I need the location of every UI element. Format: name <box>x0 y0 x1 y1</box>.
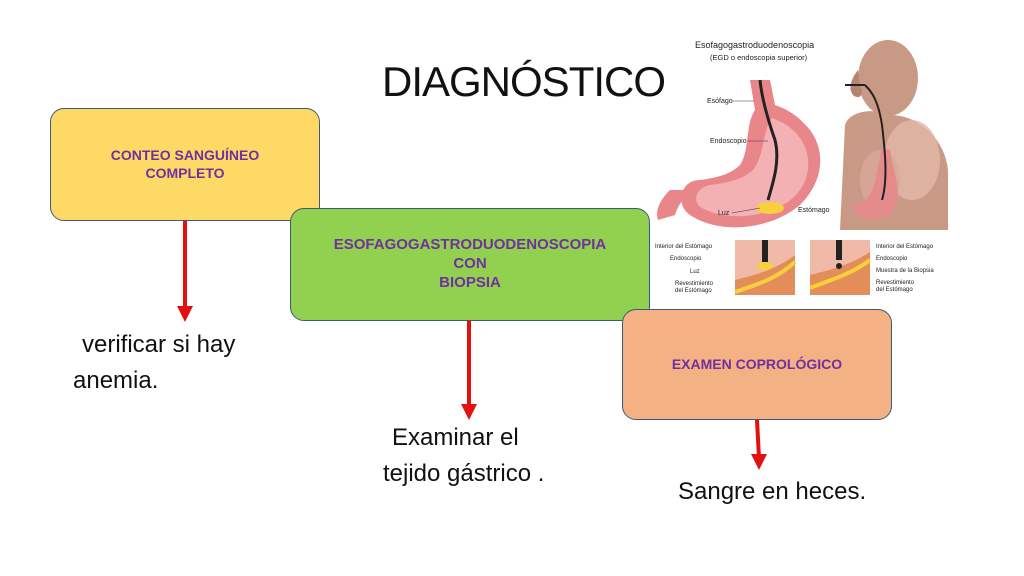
endoscopy-illustration: Esofagogastroduodenoscopia (EGD o endosc… <box>655 40 948 295</box>
label-esophagus: Esófago <box>707 98 733 105</box>
left-inset-image <box>734 240 797 295</box>
small-endoscope-tube <box>864 84 887 201</box>
label-endoscope: Endoscopio <box>710 138 747 145</box>
illustration-subtitle: (EGD o endoscopia superior) <box>710 53 808 62</box>
endoscopy-box: ESOFAGOGASTRODUODENOSCOPIA CON BIOPSIA <box>290 208 650 321</box>
right-inset-label-lining-2: del Estómago <box>876 287 913 293</box>
right-inset-label-endoscope: Endoscopio <box>876 256 908 262</box>
arrow-blood-count <box>177 221 193 322</box>
stool-exam-box: EXAMEN COPROLÓGICO <box>622 309 892 420</box>
stool-exam-result: Sangre en heces. <box>678 478 867 505</box>
arrow-endoscopy <box>461 321 477 420</box>
endoscopy-label-line3: BIOPSIA <box>439 273 501 291</box>
stool-exam-label: EXAMEN COPROLÓGICO <box>671 355 843 372</box>
right-inset-label-biopsy: Muestra de la Biopsia <box>876 268 934 274</box>
endoscopy-label-line1: ESOFAGOGASTRODUODENOSCOPIA <box>333 236 607 254</box>
large-endoscope-tube <box>758 79 779 201</box>
left-inset-label-lining-1: Revestimiento <box>675 281 714 287</box>
large-stomach <box>657 80 821 228</box>
endoscopy-result-line1: Examinar el <box>392 424 519 451</box>
blood-count-box: CONTEO SANGUÍNEO COMPLETO <box>50 108 320 221</box>
blood-count-result-line1: verificar si hay <box>82 331 236 358</box>
page-title: DIAGNÓSTICO <box>382 58 666 105</box>
right-inset-label-interior: Interior del Estómago <box>876 244 934 250</box>
endoscopy-label-line2: CON <box>453 255 487 273</box>
illustration-title: Esofagogastroduodenoscopia <box>695 40 814 50</box>
blood-count-label-line2: COMPLETO <box>145 164 225 181</box>
right-inset-image <box>809 240 872 295</box>
blood-count-result-line2: anemia. <box>73 367 159 394</box>
label-stomach: Estómago <box>798 207 830 214</box>
left-inset-label-endoscope: Endoscopio <box>670 256 702 262</box>
arrow-stool-exam <box>751 419 767 470</box>
right-inset-label-lining-1: Revestimiento <box>876 280 915 286</box>
endoscopy-result-line2: tejido gástrico . <box>383 460 545 487</box>
left-inset-label-lining-2: del Estómago <box>675 288 712 294</box>
left-inset-label-light: Luz <box>690 269 700 275</box>
left-inset-label-interior: Interior del Estómago <box>655 244 713 250</box>
label-light: Luz <box>718 210 730 217</box>
blood-count-label-line1: CONTEO SANGUÍNEO <box>110 147 260 163</box>
